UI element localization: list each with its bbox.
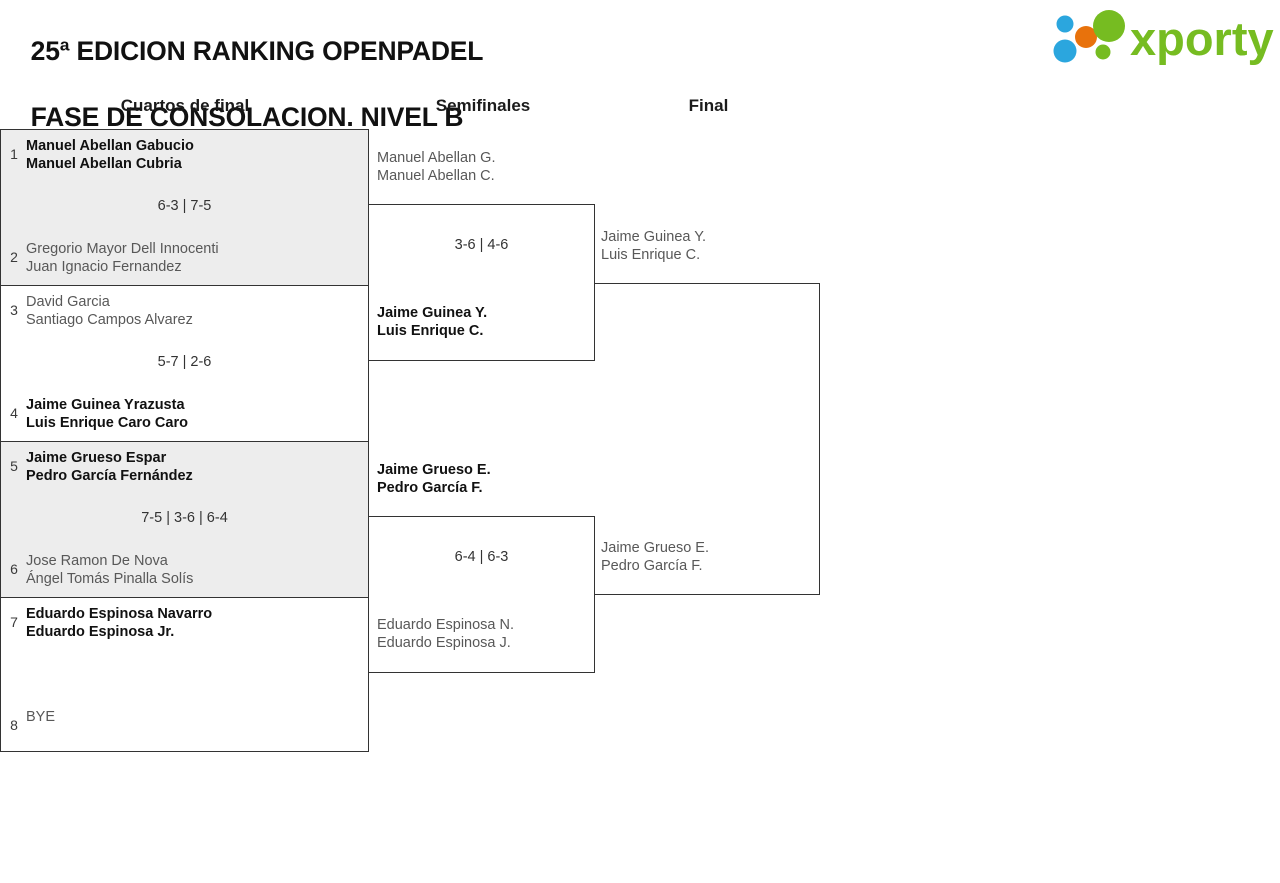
player-name: Jaime Guinea Y. (377, 305, 488, 321)
quarterfinal-match-2[interactable]: 3 David Garcia Santiago Campos Alvarez 5… (0, 285, 369, 442)
seed-number: 4 (10, 405, 18, 421)
team-entry[interactable]: Jaime Guinea Y. Luis Enrique C. (601, 228, 813, 264)
logo-dot-blue-large (1053, 39, 1077, 63)
player-name: Juan Ignacio Fernandez (26, 259, 182, 275)
xporty-logo[interactable]: xporty (1046, 6, 1276, 68)
match-score: 6-3 | 7-5 (157, 198, 212, 214)
logo-dot-green-large (1093, 10, 1125, 42)
team-entry[interactable]: BYE (26, 708, 362, 726)
player-name: Jaime Grueso E. (601, 540, 709, 556)
player-name: Pedro García F. (377, 480, 483, 496)
logo-wordmark: xporty (1130, 12, 1274, 65)
player-name: Eduardo Espinosa Navarro (26, 606, 213, 622)
player-name: Jaime Grueso Espar (26, 450, 167, 466)
player-name: Jaime Grueso E. (377, 462, 491, 478)
team-entry[interactable]: Jaime Guinea Y. Luis Enrique C. (377, 304, 588, 340)
semifinal-match-2[interactable]: Jaime Grueso E. Pedro García F. 6-4 | 6-… (369, 462, 595, 673)
match-score: 5-7 | 2-6 (157, 354, 212, 370)
player-name: Santiago Campos Alvarez (26, 312, 193, 328)
quarterfinal-match-3[interactable]: 5 Jaime Grueso Espar Pedro García Fernán… (0, 441, 369, 598)
match-score: 3-6 | 4-6 (454, 237, 509, 253)
round-header-semifinals: Semifinales (435, 96, 531, 115)
final-match[interactable]: Jaime Guinea Y. Luis Enrique C. Jaime Gr… (595, 229, 820, 595)
seed-number: 8 (10, 717, 18, 733)
team-entry[interactable]: David Garcia Santiago Campos Alvarez (26, 293, 362, 329)
round-header-quarterfinals: Cuartos de final (120, 96, 250, 115)
player-name: BYE (26, 709, 56, 725)
quarterfinal-match-4[interactable]: 7 Eduardo Espinosa Navarro Eduardo Espin… (0, 597, 369, 752)
seed-number: 7 (10, 614, 18, 630)
team-entry[interactable]: Manuel Abellan Gabucio Manuel Abellan Cu… (26, 137, 362, 173)
player-name: David Garcia (26, 294, 110, 310)
team-entry[interactable]: Jaime Guinea Yrazusta Luis Enrique Caro … (26, 396, 362, 432)
team-entry[interactable]: Jaime Grueso E. Pedro García F. (601, 539, 813, 575)
seed-number: 1 (10, 146, 18, 162)
seed-number: 5 (10, 458, 18, 474)
team-entry[interactable]: Eduardo Espinosa N. Eduardo Espinosa J. (377, 616, 588, 652)
logo-dot-orange (1075, 26, 1097, 48)
team-entry[interactable]: Eduardo Espinosa Navarro Eduardo Espinos… (26, 605, 362, 641)
player-name: Manuel Abellan C. (377, 168, 495, 184)
title-line-1: 25ª EDICION RANKING OPENPADEL (30, 36, 484, 66)
team-entry[interactable]: Jose Ramon De Nova Ángel Tomás Pinalla S… (26, 552, 362, 588)
team-entry[interactable]: Jaime Grueso E. Pedro García F. (377, 461, 588, 497)
logo-dot-green-small (1095, 44, 1111, 60)
player-name: Jaime Guinea Yrazusta (26, 397, 185, 413)
team-entry[interactable]: Gregorio Mayor Dell Innocenti Juan Ignac… (26, 240, 362, 276)
player-name: Luis Enrique C. (601, 247, 701, 263)
page-title: 25ª EDICION RANKING OPENPADEL FASE DE CO… (2, 2, 484, 167)
quarterfinal-match-1[interactable]: 1 Manuel Abellan Gabucio Manuel Abellan … (0, 129, 369, 286)
title-line-2: FASE DE CONSOLACION. NIVEL B (30, 102, 464, 132)
semifinal-match-1[interactable]: Manuel Abellan G. Manuel Abellan C. 3-6 … (369, 150, 595, 361)
round-header-final: Final (688, 96, 729, 115)
logo-dot-blue-small (1056, 15, 1074, 33)
player-name: Eduardo Espinosa Jr. (26, 624, 175, 640)
team-entry[interactable]: Jaime Grueso Espar Pedro García Fernánde… (26, 449, 362, 485)
player-name: Eduardo Espinosa N. (377, 617, 515, 633)
page-header: 25ª EDICION RANKING OPENPADEL FASE DE CO… (0, 0, 1280, 132)
player-name: Pedro García Fernández (26, 468, 193, 484)
player-name: Luis Enrique C. (377, 323, 484, 339)
player-name: Jaime Guinea Y. (601, 229, 707, 245)
player-name: Ángel Tomás Pinalla Solís (26, 571, 194, 587)
player-name: Manuel Abellan G. (377, 150, 496, 166)
seed-number: 6 (10, 561, 18, 577)
player-name: Eduardo Espinosa J. (377, 635, 511, 651)
player-name: Gregorio Mayor Dell Innocenti (26, 241, 219, 257)
seed-number: 3 (10, 302, 18, 318)
player-name: Jose Ramon De Nova (26, 553, 168, 569)
player-name: Pedro García F. (601, 558, 703, 574)
match-score: 7-5 | 3-6 | 6-4 (141, 510, 228, 526)
player-name: Luis Enrique Caro Caro (26, 415, 188, 431)
player-name: Manuel Abellan Cubria (26, 156, 182, 172)
team-entry[interactable]: Manuel Abellan G. Manuel Abellan C. (377, 149, 588, 185)
match-score: 6-4 | 6-3 (454, 549, 509, 565)
player-name: Manuel Abellan Gabucio (26, 138, 194, 154)
seed-number: 2 (10, 249, 18, 265)
